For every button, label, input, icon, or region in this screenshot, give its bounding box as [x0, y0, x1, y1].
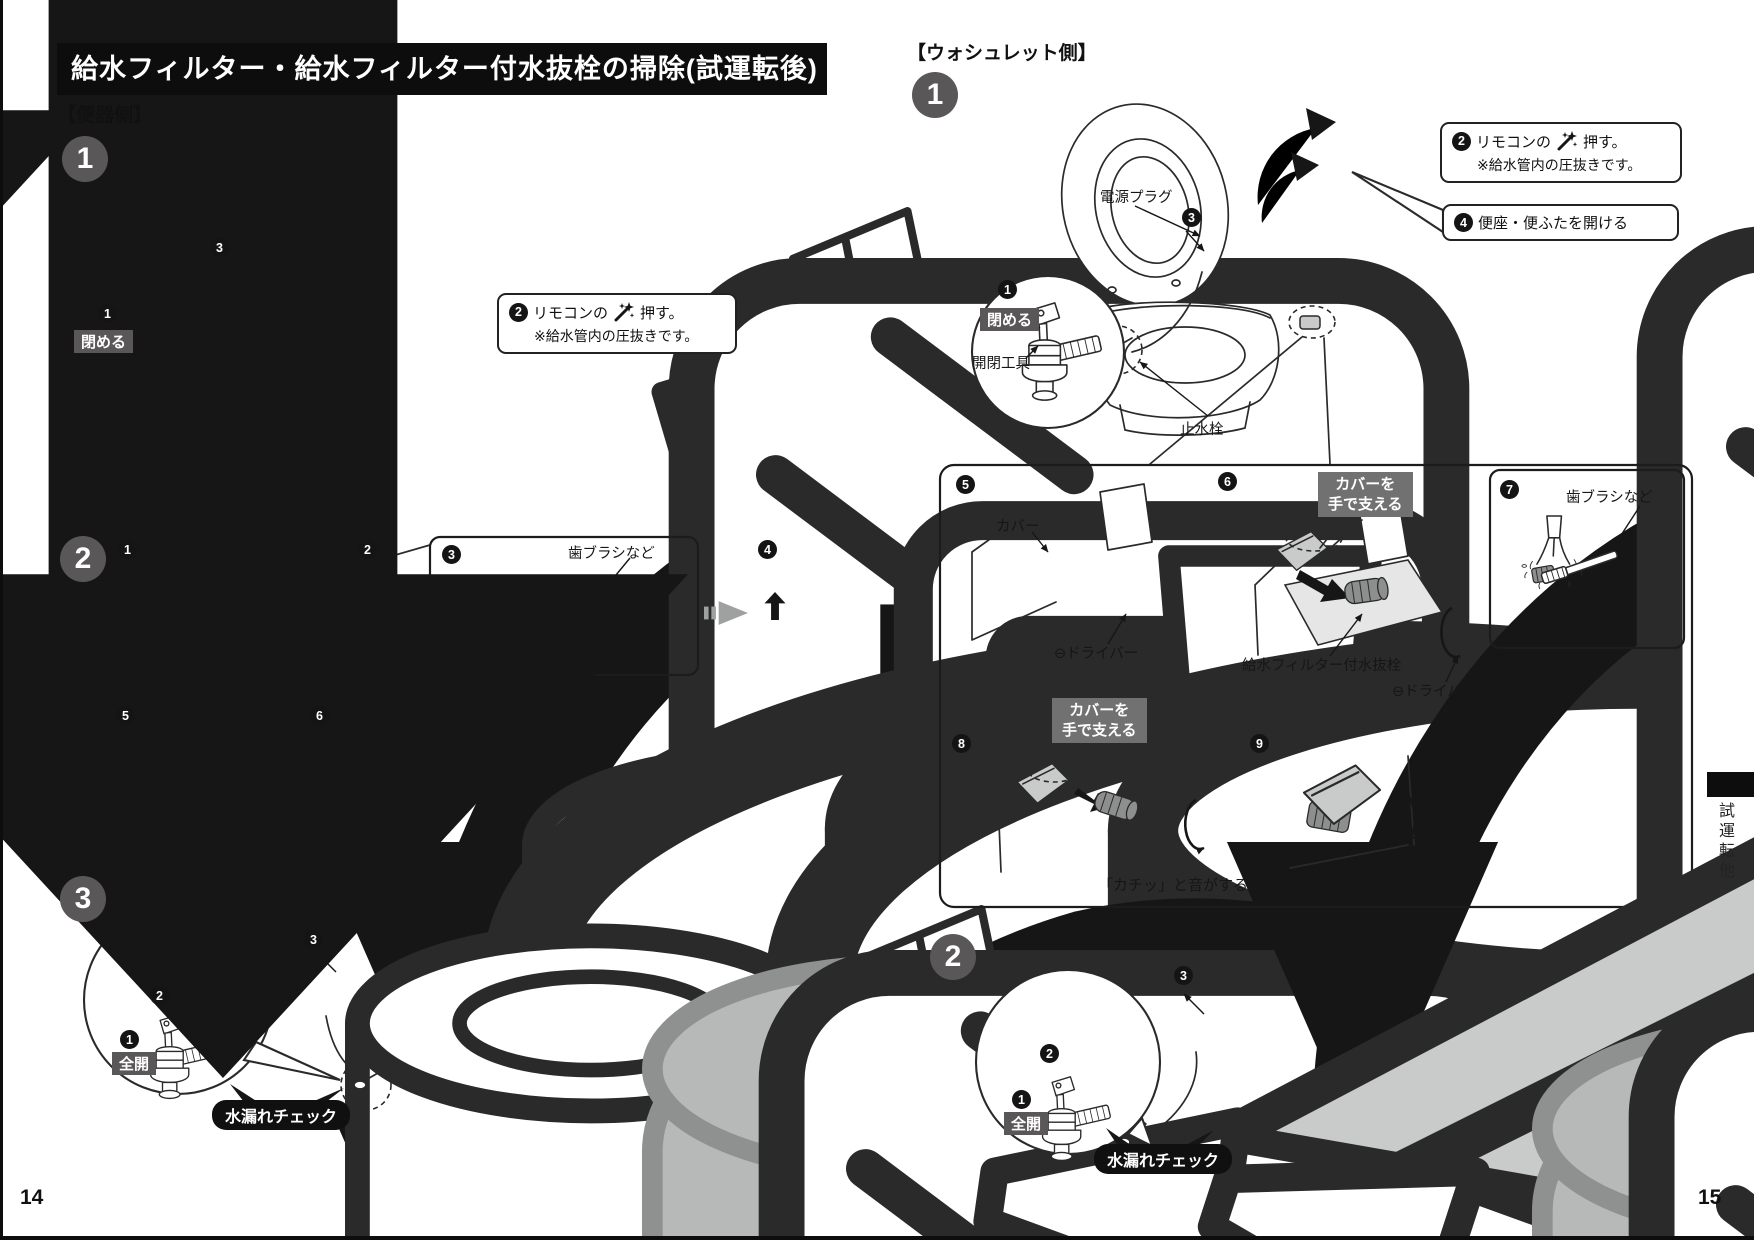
callout-note: ※給水管内の圧抜きです。: [1477, 157, 1642, 173]
page-number-right: 15: [1698, 1186, 1722, 1209]
clean-wand-icon: [1557, 130, 1579, 151]
badge-2: 2: [509, 302, 528, 322]
right-procedure-box-illustration: [876, 463, 1754, 1240]
badge-3: 3: [210, 238, 229, 257]
stop-valve-label: 止水栓: [1180, 422, 1224, 438]
badge-4: 4: [758, 540, 777, 559]
push-click-note: 「カチッ」と音がするまで押し込む: [1098, 877, 1339, 894]
badge-3: 3: [304, 930, 323, 949]
badge-1: 1: [98, 304, 117, 323]
page-bottom-border: [0, 1236, 1754, 1240]
badge-2: 2: [1452, 131, 1471, 151]
section-toilet-side: 【便器側】: [57, 105, 153, 126]
open-close-tool-label: 開閉工具: [972, 356, 1030, 372]
badge-5: 5: [116, 706, 135, 725]
badge-6: 6: [310, 706, 329, 725]
supply-filter-label: 給水 フィルター: [256, 513, 329, 548]
right-step-2-number: 2: [930, 934, 976, 980]
page-number-left: 14: [20, 1186, 44, 1209]
close-valve-label: 閉める: [980, 308, 1040, 331]
badge-1: 1: [998, 280, 1017, 299]
badge-6: 6: [1218, 472, 1237, 491]
page-left-border: [0, 0, 3, 1240]
badge-5: 5: [956, 475, 975, 494]
page-title: 給水フィルター・給水フィルター付水抜栓の掃除(試運転後): [57, 43, 827, 95]
flat-screwdriver-label: ⊖ドライバー: [1392, 684, 1477, 700]
hold-cover-label: カバーを 手で支える: [1318, 472, 1413, 517]
open-close-tool-label: 開閉工具: [64, 388, 122, 404]
seat-open-text: 便座・便ふたを開ける: [1478, 215, 1629, 232]
stop-valve-label: 止水栓: [216, 444, 260, 460]
power-plug-label: 電源プラグ: [222, 188, 295, 204]
left-step-2-number: 2: [60, 536, 106, 582]
leak-check-label: 水漏れチェック: [212, 1100, 351, 1130]
cover-label: カバー: [996, 519, 1040, 535]
callout-text-after: 押す。: [1583, 133, 1627, 151]
filter-drain-plug-label: 給水フィルター付水抜栓: [1242, 658, 1402, 674]
badge-3: 3: [1174, 966, 1193, 985]
badge-2: 2: [150, 986, 169, 1005]
callout-text-after: 押す。: [640, 304, 684, 322]
hold-cover-label: カバーを 手で支える: [1052, 698, 1147, 743]
badge-3: 3: [442, 545, 461, 564]
badge-9: 9: [1250, 734, 1269, 753]
badge-4: 4: [1454, 213, 1473, 232]
badge-2: 2: [1040, 1044, 1059, 1063]
callout-note: ※給水管内の圧抜きです。: [534, 328, 699, 344]
callout-text-before: リモコンの: [1476, 133, 1552, 151]
section-tab-marker: [1707, 772, 1754, 797]
clean-wand-icon: [614, 301, 636, 322]
badge-3: 3: [1182, 208, 1201, 227]
badge-1: 1: [120, 1030, 139, 1049]
seat-open-callout: 4 便座・便ふたを開ける: [1442, 204, 1679, 241]
lid-label: ふた: [354, 509, 383, 525]
power-plug-label: 電源プラグ: [1100, 190, 1173, 206]
flat-screwdriver-label: ⊖ドライバー: [1054, 646, 1139, 662]
open-valve-label: 全開: [1004, 1112, 1049, 1135]
toothbrush-label: 歯ブラシなど: [568, 546, 655, 562]
badge-2: 2: [358, 540, 377, 559]
left-step-3-number: 3: [60, 876, 106, 922]
badge-1: 1: [1012, 1090, 1031, 1109]
leak-check-label: 水漏れチェック: [1094, 1144, 1233, 1174]
toothbrush-label: 歯ブラシなど: [1566, 490, 1653, 506]
section-tab-label: 試運転他: [1716, 802, 1733, 882]
badge-8: 8: [952, 734, 971, 753]
open-valve-label: 全開: [112, 1052, 157, 1075]
remote-callout-right: 2 リモコンの 押す。 ※給水管内の圧抜きです。: [1440, 122, 1682, 183]
remote-callout-left: 2 リモコンの 押す。 ※給水管内の圧抜きです。: [497, 293, 737, 354]
callout-text-before: リモコンの: [533, 304, 609, 322]
open-close-tool-label: 開閉工具: [60, 610, 118, 626]
badge-7: 7: [1500, 480, 1519, 499]
left-step-1-number: 1: [62, 136, 108, 182]
right-step-1-number: 1: [912, 72, 958, 118]
close-valve-label: 閉める: [74, 330, 134, 353]
badge-1: 1: [118, 540, 137, 559]
section-washlet-side: 【ウォシュレット側】: [907, 43, 1097, 64]
